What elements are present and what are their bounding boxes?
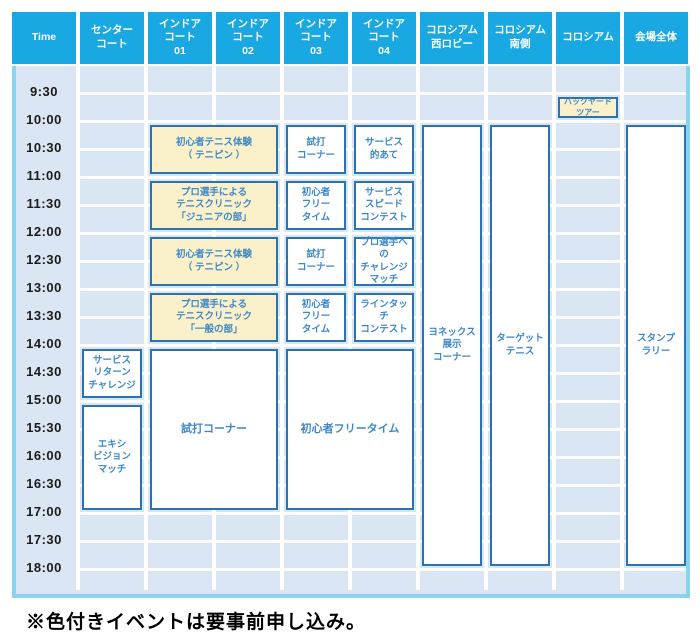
time-label: 13:00 [26, 280, 62, 295]
column-header-colosseum-south: コロシアム 南側 [488, 12, 552, 64]
column-separator [484, 66, 488, 590]
event-block: プロ選手による テニスクリニック 「ジュニアの部」 [150, 181, 278, 230]
time-gridline [76, 120, 686, 123]
time-label: 15:00 [26, 392, 62, 407]
column-separator [620, 66, 624, 590]
column-header-center-court: センター コート [80, 12, 144, 64]
column-header-whole-venue: 会場全体 [624, 12, 688, 64]
event-block: 試打コーナー [150, 349, 278, 510]
event-block: プロ選手への チャレンジ マッチ [354, 237, 414, 286]
time-label: 18:00 [26, 560, 62, 575]
event-block: 試打 コーナー [286, 125, 346, 174]
schedule-grid: 9:30 10:00 10:30 11:00 11:30 12:00 12:30 13:00 1… [12, 66, 690, 598]
time-gridline [76, 568, 686, 571]
time-gridline [76, 540, 686, 543]
event-block: 初心者テニス体験 （ テニピン ） [150, 237, 278, 286]
time-gridline [76, 176, 686, 179]
column-header-indoor-court-03: インドア コート 03 [284, 12, 348, 64]
time-label: 11:00 [26, 168, 62, 183]
time-label: 15:30 [26, 420, 62, 435]
event-block: 初心者フリータイム [286, 349, 414, 510]
column-header-colosseum-west-lobby: コロシアム 西ロビー [420, 12, 484, 64]
column-separator [76, 66, 80, 590]
time-label: 16:00 [26, 448, 62, 463]
column-header-indoor-court-02: インドア コート 02 [216, 12, 280, 64]
column-header-time: Time [12, 12, 76, 64]
time-label: 11:30 [26, 196, 62, 211]
event-block: サービス 的あて [354, 125, 414, 174]
event-block: 試打 コーナー [286, 237, 346, 286]
event-block: サービス リターン チャレンジ [82, 349, 142, 398]
column-header-indoor-court-01: インドア コート 01 [148, 12, 212, 64]
event-block: ターゲット テニス [490, 125, 550, 566]
time-label: 16:30 [26, 476, 62, 491]
time-gridline [76, 232, 686, 235]
column-separator [280, 66, 284, 590]
column-header-colosseum: コロシアム [556, 12, 620, 64]
time-label: 12:30 [26, 252, 62, 267]
time-label: 10:30 [26, 140, 62, 155]
event-block: エキシ ビジョン マッチ [82, 405, 142, 510]
column-header-indoor-court-04: インドア コート 04 [352, 12, 416, 64]
column-separator [348, 66, 352, 590]
column-separator [144, 66, 148, 590]
time-gridline [76, 288, 686, 291]
time-label: 14:00 [26, 336, 62, 351]
time-label: 14:30 [26, 364, 62, 379]
event-block: バックヤード ツアー [558, 97, 618, 118]
time-label: 17:30 [26, 532, 62, 547]
column-separator [552, 66, 556, 590]
footnote: ※色付きイベントは要事前申し込み。 [26, 612, 367, 633]
time-label: 9:30 [29, 84, 59, 99]
time-label: 10:00 [26, 112, 62, 127]
time-gridline [76, 512, 686, 515]
event-block: 初心者テニス体験 （ テニピン ） [150, 125, 278, 174]
time-label: 13:30 [26, 308, 62, 323]
event-block: スタンプ ラリー [626, 125, 686, 566]
event-block: ラインタッチ コンテスト [354, 293, 414, 342]
time-label: 17:00 [26, 504, 62, 519]
time-label: 12:00 [26, 224, 62, 239]
event-block: 初心者 フリー タイム [286, 293, 346, 342]
event-block: プロ選手による テニスクリニック 「一般の部」 [150, 293, 278, 342]
event-block: 初心者 フリー タイム [286, 181, 346, 230]
time-gridline [76, 92, 686, 95]
column-separator [416, 66, 420, 590]
event-block: ヨネックス 展示 コーナー [422, 125, 482, 566]
time-gridline [76, 344, 686, 347]
event-block: サービス スピード コンテスト [354, 181, 414, 230]
